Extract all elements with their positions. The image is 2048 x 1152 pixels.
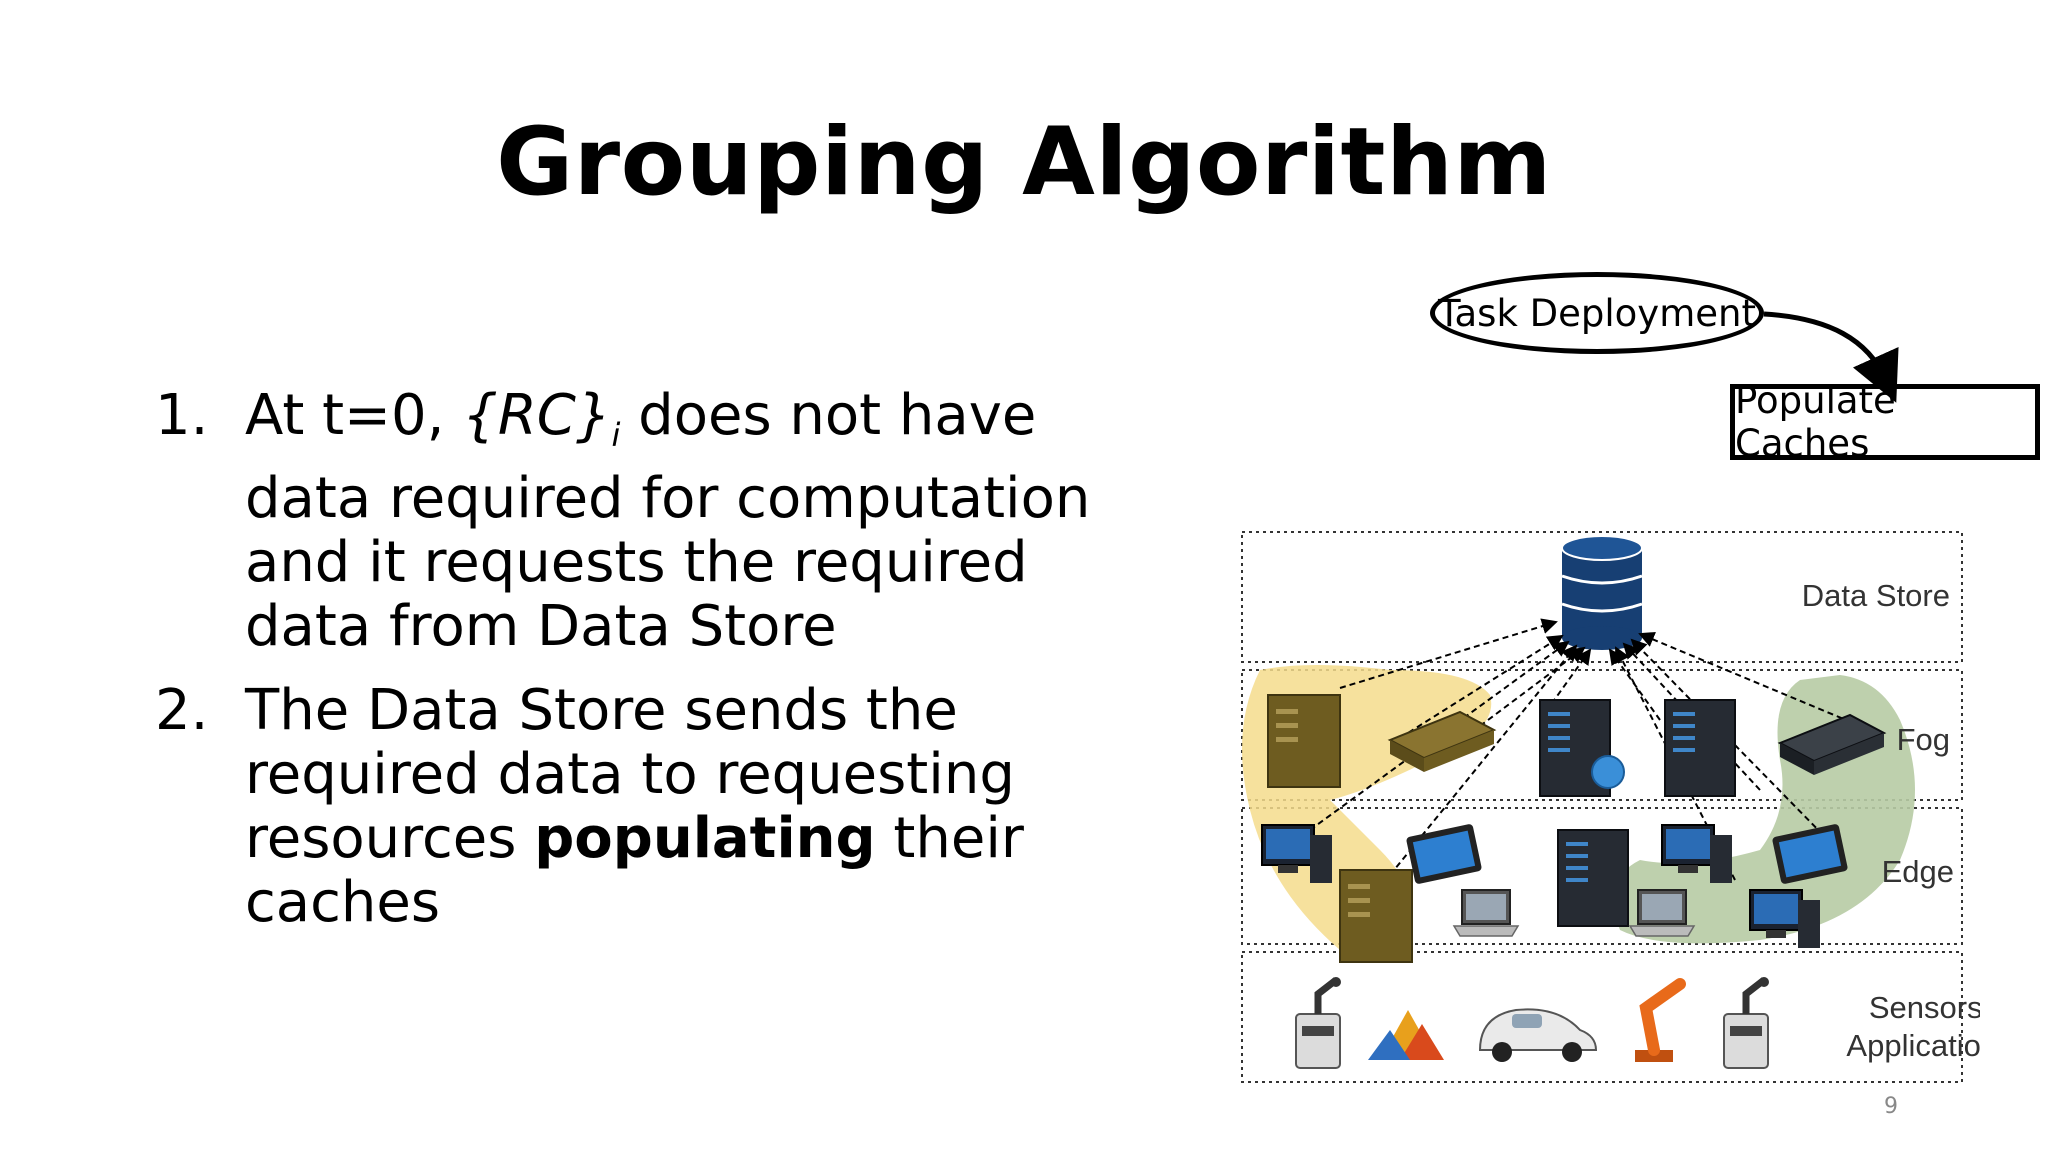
- bullet-1-lead: At t=0,: [245, 383, 463, 448]
- tier-datastore-box: [1241, 531, 1963, 663]
- rc-symbol: {RC}i: [462, 383, 620, 455]
- bullet-number-1: 1.: [155, 383, 209, 448]
- fog-server-dark-icon: [1664, 699, 1736, 797]
- bullet-2-bold: populating: [534, 806, 876, 872]
- tier-label-sensors-1: Sensors/: [1869, 990, 1980, 1025]
- tier-fog-box: [1241, 669, 1963, 801]
- self-driving-car-icon: [1478, 1008, 1598, 1062]
- bullet-list: 1. At t=0, {RC}i does not have data requ…: [155, 383, 1155, 955]
- tier-label-fog: Fog: [1897, 722, 1950, 757]
- page-number: 9: [1884, 1094, 1898, 1119]
- tier-label-edge: Edge: [1882, 854, 1954, 889]
- robot-arm-2-icon: [1724, 977, 1769, 1068]
- database-icon: [1561, 535, 1643, 650]
- architecture-diagram: Data Store Fog Edge Sensors/ Application…: [1241, 531, 1980, 1083]
- rc-subscript: i: [611, 416, 621, 455]
- robot-arm-icon: [1296, 977, 1341, 1068]
- bullet-2-lead: The Data Store sends the required data t…: [245, 678, 1015, 872]
- slide-title: Grouping Algorithm: [496, 108, 1552, 217]
- mountain-logo-icon: [1368, 1010, 1444, 1060]
- rc-text: {RC}: [462, 383, 612, 448]
- tier-sensors-box: [1241, 951, 1963, 1083]
- edge-server-phone-icon: [1557, 829, 1629, 927]
- bullet-item-1: 1. At t=0, {RC}i does not have data requ…: [155, 383, 1155, 660]
- bullet-2-rest: their caches: [245, 806, 1024, 936]
- tier-edge-box: [1241, 807, 1963, 945]
- fog-server-olive-icon: [1267, 694, 1341, 788]
- edge-tablet-icon: [1405, 823, 1483, 885]
- industrial-robot-icon: [1635, 978, 1686, 1062]
- edge-laptop-icon: [1453, 889, 1519, 937]
- edge-laptop-green-icon: [1629, 889, 1695, 937]
- task-deployment-node: Task Deployment: [1430, 272, 1764, 354]
- bullet-number-2: 2.: [155, 678, 209, 744]
- tier-label-datastore: Data Store: [1802, 578, 1950, 613]
- edge-server-olive-icon: [1339, 869, 1413, 963]
- populate-caches-node: Populate Caches: [1730, 379, 2040, 465]
- globe-icon: [1591, 755, 1625, 789]
- bullet-1-rest: does not have data required for computat…: [245, 383, 1091, 660]
- tier-label-sensors-2: Applications: [1846, 1028, 1980, 1063]
- bullet-item-2: 2. The Data Store sends the required dat…: [155, 679, 1155, 935]
